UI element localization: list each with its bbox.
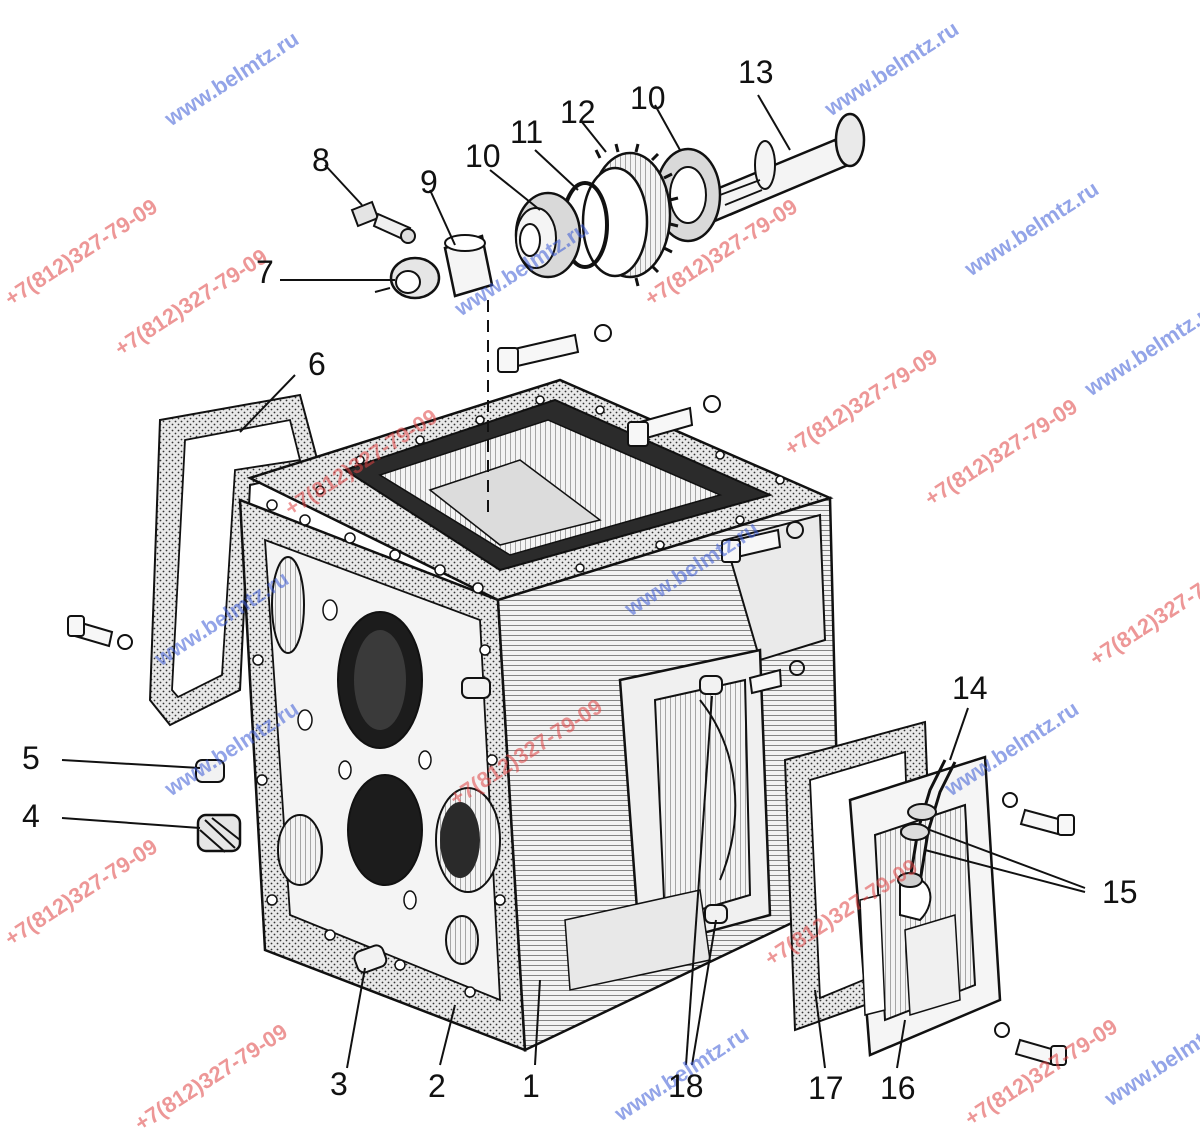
callout-17: 17 <box>808 1070 844 1106</box>
callout-4: 4 <box>22 798 40 834</box>
callout-3: 3 <box>330 1066 348 1102</box>
callout-8: 8 <box>312 142 330 178</box>
callout-2: 2 <box>428 1068 446 1104</box>
callout-14: 14 <box>952 670 988 706</box>
callout-18: 18 <box>668 1068 704 1104</box>
callout-10-right: 10 <box>630 80 666 116</box>
callout-11: 11 <box>510 114 544 150</box>
leader-lines <box>61 94 1086 1069</box>
callout-13: 13 <box>738 54 774 90</box>
callout-6: 6 <box>308 346 326 382</box>
callout-16: 16 <box>880 1070 916 1106</box>
callout-12: 12 <box>560 94 596 130</box>
callout-9: 9 <box>420 164 438 200</box>
callout-15: 15 <box>1102 874 1138 910</box>
callout-10-left: 10 <box>465 138 501 174</box>
callout-7: 7 <box>256 254 274 290</box>
callout-1: 1 <box>522 1068 540 1104</box>
callout-5: 5 <box>22 740 40 776</box>
